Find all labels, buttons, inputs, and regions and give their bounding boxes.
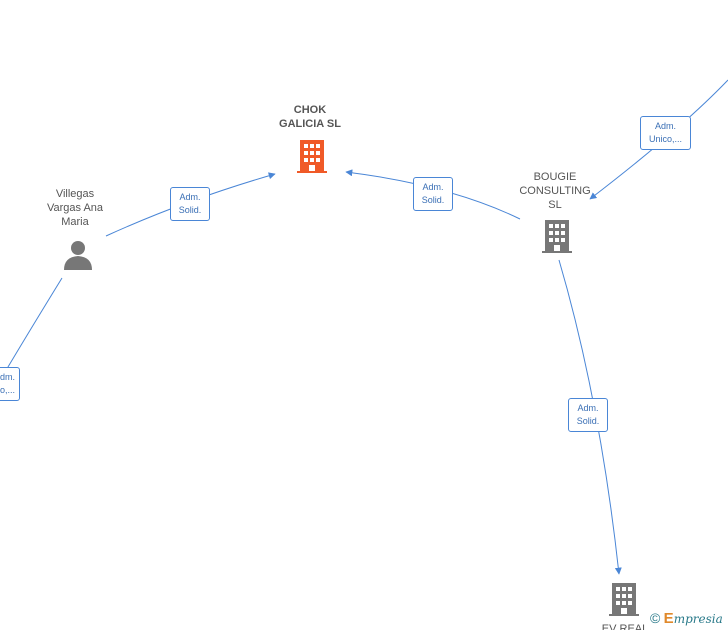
label-line: CONSULTING [519,185,591,197]
label-line: CHOK [293,104,327,116]
label-line: SL [548,199,562,211]
edge-label-left-villegas[interactable]: Adm. Unico,... [0,367,20,401]
building-icon[interactable] [542,220,572,253]
person-icon[interactable] [64,241,92,270]
node-label-bougie[interactable]: BOUGIE CONSULTING SL [505,170,605,212]
edge-label-line: Solid. [178,205,202,215]
building-icon[interactable] [297,140,327,173]
label-line: Villegas [55,188,95,200]
building-icon[interactable] [609,583,639,616]
label-line: Maria [61,216,89,228]
edge-label-bougie-evreal[interactable]: Adm. Solid. [568,398,608,432]
edge-label-line: Adm. [654,121,676,131]
node-label-chok[interactable]: CHOK GALICIA SL [260,103,360,131]
edge-label-line: Solid. [576,416,600,426]
label-line: GALICIA SL [279,118,341,130]
brand-name: mpresia [673,612,723,626]
edge-label-line: Unico,... [0,385,15,395]
edge-label-line: Adm. [179,192,201,202]
node-label-evreal[interactable]: EV REAL [575,622,675,630]
edge-label-bougie-chok[interactable]: Adm. Solid. [413,177,453,211]
edge-label-line: Adm. [577,403,599,413]
edge-label-top-bougie[interactable]: Adm. Unico,... [640,116,691,150]
copyright-symbol: © [650,610,661,626]
empresia-watermark: © Empresia [650,610,723,627]
label-line: EV REAL [601,623,649,630]
edge-label-line: Adm. [0,372,15,382]
node-label-villegas[interactable]: Villegas Vargas Ana Maria [25,187,125,229]
brand-initial: E [663,610,674,627]
edge-label-line: Adm. [422,182,444,192]
label-line: Vargas Ana [46,202,104,214]
label-line: BOUGIE [533,171,577,183]
edge-label-line: Solid. [421,195,445,205]
edge-label-line: Unico,... [648,134,682,144]
edge-label-villegas-chok[interactable]: Adm. Solid. [170,187,210,221]
edge-left-to-villegas [4,277,63,373]
